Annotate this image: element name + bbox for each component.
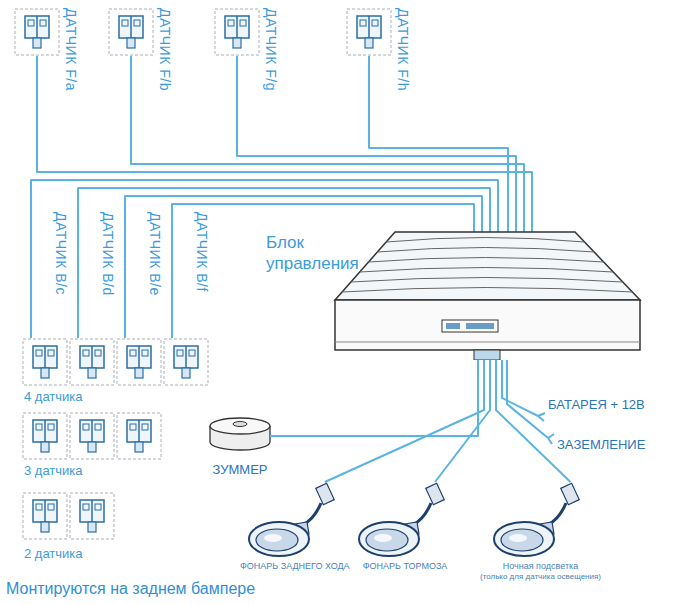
rear-sensor: ДАТЧИК B/c [22, 212, 68, 386]
node-label: Блок управления [266, 232, 366, 275]
sensor-symbol [14, 8, 60, 56]
rear-sensor: ДАТЧИК B/f [163, 212, 209, 386]
group-label: 2 датчика [24, 546, 83, 561]
control-unit-housing [262, 210, 647, 360]
wire-label: ЗАЗЕМЛЕНИЕ [557, 437, 645, 452]
node-label: ФОНАРЬ ЗАДНЕГО ХОДА [240, 561, 350, 571]
group-label: 4 датчика [24, 389, 83, 404]
rear-sensor: ДАТЧИК B/e [116, 212, 162, 386]
sensor-symbol [214, 8, 260, 56]
wire [496, 360, 571, 482]
sensor-icon [116, 338, 162, 386]
sensor-symbol [163, 338, 209, 386]
lamp-symbol [355, 482, 455, 558]
wire [369, 56, 508, 234]
wire [435, 360, 490, 482]
sensor-icon [163, 338, 209, 386]
sensor-icon [214, 8, 260, 56]
caption: Монтируются на заднем бампере [6, 580, 255, 598]
sensor-icon [14, 8, 60, 56]
wire [131, 56, 524, 234]
buzzer-symbol [205, 412, 275, 456]
sensor-label: ДАТЧИК F/b [158, 8, 172, 91]
sensor-label: ДАТЧИК F/g [264, 8, 278, 91]
sensor-label: ДАТЧИК B/f [185, 212, 209, 292]
wire [325, 360, 484, 482]
sensor-symbol [346, 8, 392, 56]
wire [37, 56, 532, 234]
control-unit: Блок управления [262, 210, 647, 360]
wire [275, 360, 478, 436]
lamp: ФОНАРЬ ТОРМОЗА [355, 482, 455, 571]
wire-label: БАТАРЕЯ + 12В [548, 397, 645, 412]
sensor-label: ДАТЧИК B/c [44, 212, 68, 295]
sensor-group-3 [23, 413, 161, 459]
sensor-symbol [69, 338, 115, 386]
sensor-label: ДАТЧИК F/h [396, 8, 410, 91]
sensor-symbol [22, 338, 68, 386]
sensor-label: ДАТЧИК F/a [64, 8, 78, 91]
lamp: ФОНАРЬ ЗАДНЕГО ХОДА [240, 482, 350, 571]
lamp-symbol [245, 482, 345, 558]
sensor-icon [346, 8, 392, 56]
buzzer: ЗУММЕР [205, 412, 275, 477]
front-sensor: ДАТЧИК F/h [346, 8, 410, 91]
node-label: (только для датчика освещения) [480, 572, 601, 581]
sensor-icon [108, 8, 154, 56]
sensor-symbol [108, 8, 154, 56]
sensor-label: ДАТЧИК B/e [138, 212, 162, 296]
lamp-symbol [490, 482, 590, 558]
rear-sensor: ДАТЧИК B/d [69, 212, 115, 386]
sensor-symbol [116, 338, 162, 386]
power-wires [502, 360, 554, 444]
group-label: 3 датчика [24, 463, 83, 478]
front-sensor: ДАТЧИК F/g [214, 8, 278, 91]
sensor-label: ДАТЧИК B/d [91, 212, 115, 296]
sensor-group-2 [23, 493, 114, 539]
sensor-icon [22, 338, 68, 386]
node-label: Ночная подсветка [503, 561, 578, 571]
node-label: ФОНАРЬ ТОРМОЗА [363, 561, 448, 571]
node-label: ЗУММЕР [213, 462, 268, 477]
front-sensor: ДАТЧИК F/b [108, 8, 172, 91]
lamp: Ночная подсветка(только для датчика осве… [480, 482, 601, 581]
front-sensor: ДАТЧИК F/a [14, 8, 78, 91]
sensor-icon [69, 338, 115, 386]
